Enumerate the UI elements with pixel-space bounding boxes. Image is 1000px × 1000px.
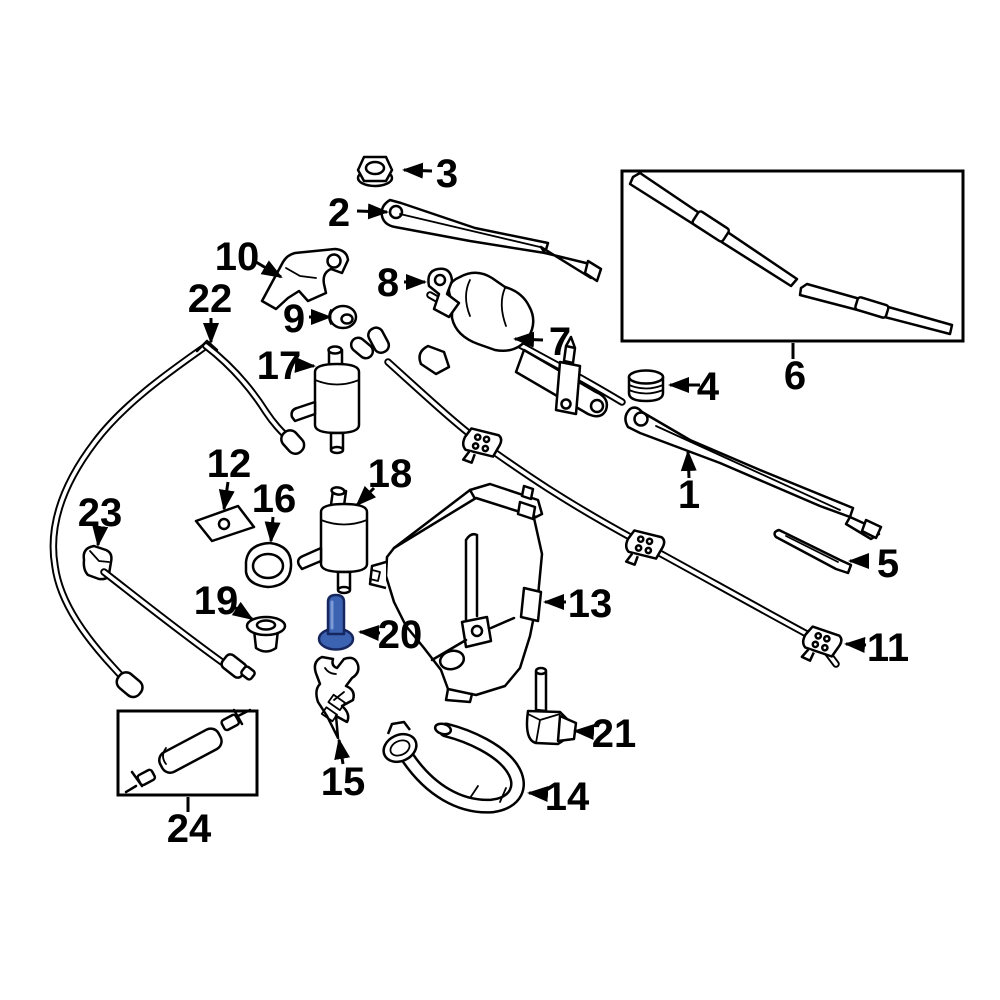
callout-19[interactable]: 19 <box>194 579 254 623</box>
part-12-pad <box>194 504 256 543</box>
part-label-9[interactable]: 9 <box>283 297 305 341</box>
part-14-filler-hose <box>382 720 525 814</box>
part-4-cap <box>627 369 665 403</box>
part-label-17[interactable]: 17 <box>257 344 302 388</box>
part-5-blade-insert <box>773 528 853 575</box>
part-label-11[interactable]: 11 <box>867 626 909 670</box>
part-7-wiper-motor-linkage <box>418 271 626 418</box>
part-label-19[interactable]: 19 <box>194 579 239 623</box>
part-label-12[interactable]: 12 <box>207 442 252 486</box>
callout-9[interactable]: 9 <box>283 297 332 341</box>
part-label-5[interactable]: 5 <box>877 542 899 586</box>
part-22-washer-hose <box>49 339 306 699</box>
part-label-14[interactable]: 14 <box>545 775 590 819</box>
part-11-washer-nozzle-hose <box>349 326 843 668</box>
part-15-bracket <box>313 655 360 740</box>
part-label-23[interactable]: 23 <box>78 491 123 535</box>
callout-10[interactable]: 10 <box>215 235 283 279</box>
part-2-wiper-arm <box>380 198 603 283</box>
part-label-1[interactable]: 1 <box>678 473 700 517</box>
callout-23[interactable]: 23 <box>78 491 123 547</box>
part-20-bolt-highlighted[interactable] <box>317 593 355 651</box>
part-label-10[interactable]: 10 <box>215 235 260 279</box>
callout-13[interactable]: 13 <box>543 582 613 626</box>
callout-14[interactable]: 14 <box>527 775 590 819</box>
callout-12[interactable]: 12 <box>207 442 252 511</box>
part-17-washer-pump <box>290 345 361 455</box>
part-label-20[interactable]: 20 <box>378 613 423 657</box>
callout-2[interactable]: 2 <box>328 191 389 235</box>
part-3-flange-nut <box>356 155 394 188</box>
part-16-grommet <box>244 541 293 589</box>
part-label-4[interactable]: 4 <box>697 365 720 409</box>
part-10-bracket <box>260 247 350 311</box>
part-19-grommet <box>245 615 287 653</box>
part-9-grommet <box>328 304 358 330</box>
part-1-wiper-arm <box>624 406 883 541</box>
callout-18[interactable]: 18 <box>355 452 413 507</box>
callout-5[interactable]: 5 <box>848 542 899 586</box>
part-23-washer-hose <box>82 544 256 681</box>
part-label-22[interactable]: 22 <box>188 277 233 321</box>
callout-3[interactable]: 3 <box>402 152 458 196</box>
part-label-24[interactable]: 24 <box>167 807 212 851</box>
part-18-washer-pump <box>296 486 369 595</box>
callout-1[interactable]: 1 <box>678 450 700 517</box>
part-label-21[interactable]: 21 <box>592 712 637 756</box>
callouts: 1 2 3 4 5 6 7 8 <box>78 152 909 851</box>
part-label-7[interactable]: 7 <box>549 320 571 364</box>
callout-7[interactable]: 7 <box>513 320 571 364</box>
callout-11[interactable]: 11 <box>844 626 909 670</box>
callout-24[interactable]: 24 <box>167 797 212 851</box>
part-label-16[interactable]: 16 <box>252 477 297 521</box>
part-label-8[interactable]: 8 <box>377 261 399 305</box>
callout-20[interactable]: 20 <box>358 613 423 657</box>
part-label-15[interactable]: 15 <box>321 760 366 804</box>
part-13-washer-reservoir <box>368 482 544 704</box>
callout-16[interactable]: 16 <box>252 477 297 543</box>
part-label-13[interactable]: 13 <box>568 582 613 626</box>
callout-21[interactable]: 21 <box>573 712 637 756</box>
callout-15[interactable]: 15 <box>321 738 366 804</box>
part-21-elbow-fitting <box>525 666 578 746</box>
part-label-3[interactable]: 3 <box>436 152 458 196</box>
callout-4[interactable]: 4 <box>668 365 720 409</box>
callout-8[interactable]: 8 <box>377 261 427 305</box>
part-8-bracket <box>427 267 461 319</box>
part-label-2[interactable]: 2 <box>328 191 350 235</box>
part-label-6[interactable]: 6 <box>784 354 806 398</box>
callout-17[interactable]: 17 <box>257 344 316 388</box>
part-label-18[interactable]: 18 <box>368 452 413 496</box>
callout-6[interactable]: 6 <box>784 343 806 398</box>
part-24-hose-repair-kit <box>116 708 259 797</box>
part-6-wiper-blade-set <box>620 169 965 343</box>
callout-22[interactable]: 22 <box>188 277 233 344</box>
